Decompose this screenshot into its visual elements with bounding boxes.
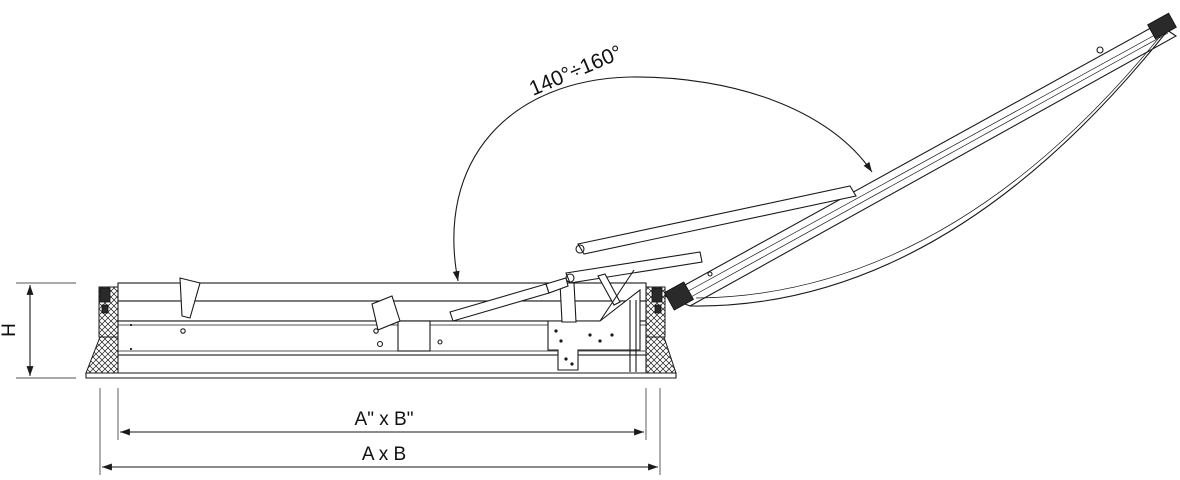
angle-dimension: 140°÷160°	[452, 41, 873, 282]
angle-label: 140°÷160°	[526, 41, 626, 101]
right-side-profile	[645, 286, 677, 374]
dome-cover	[689, 29, 1169, 307]
outer-size-dimension: A x B	[99, 388, 661, 475]
hinge-plate	[547, 288, 641, 372]
outer-size-label: A x B	[362, 444, 406, 465]
base-flange	[85, 372, 677, 379]
inner-size-label: A" x B"	[355, 409, 414, 430]
lower-linkage	[565, 251, 703, 284]
latch-handle	[179, 277, 201, 319]
height-label: H	[0, 323, 20, 337]
open-lid	[449, 12, 1178, 323]
curb-frame	[85, 277, 677, 379]
lid-beam	[663, 23, 1178, 307]
lock-box	[397, 320, 431, 352]
inner-size-dimension: A" x B"	[117, 388, 647, 440]
left-side-profile	[85, 286, 119, 374]
height-dimension: H	[0, 282, 76, 379]
